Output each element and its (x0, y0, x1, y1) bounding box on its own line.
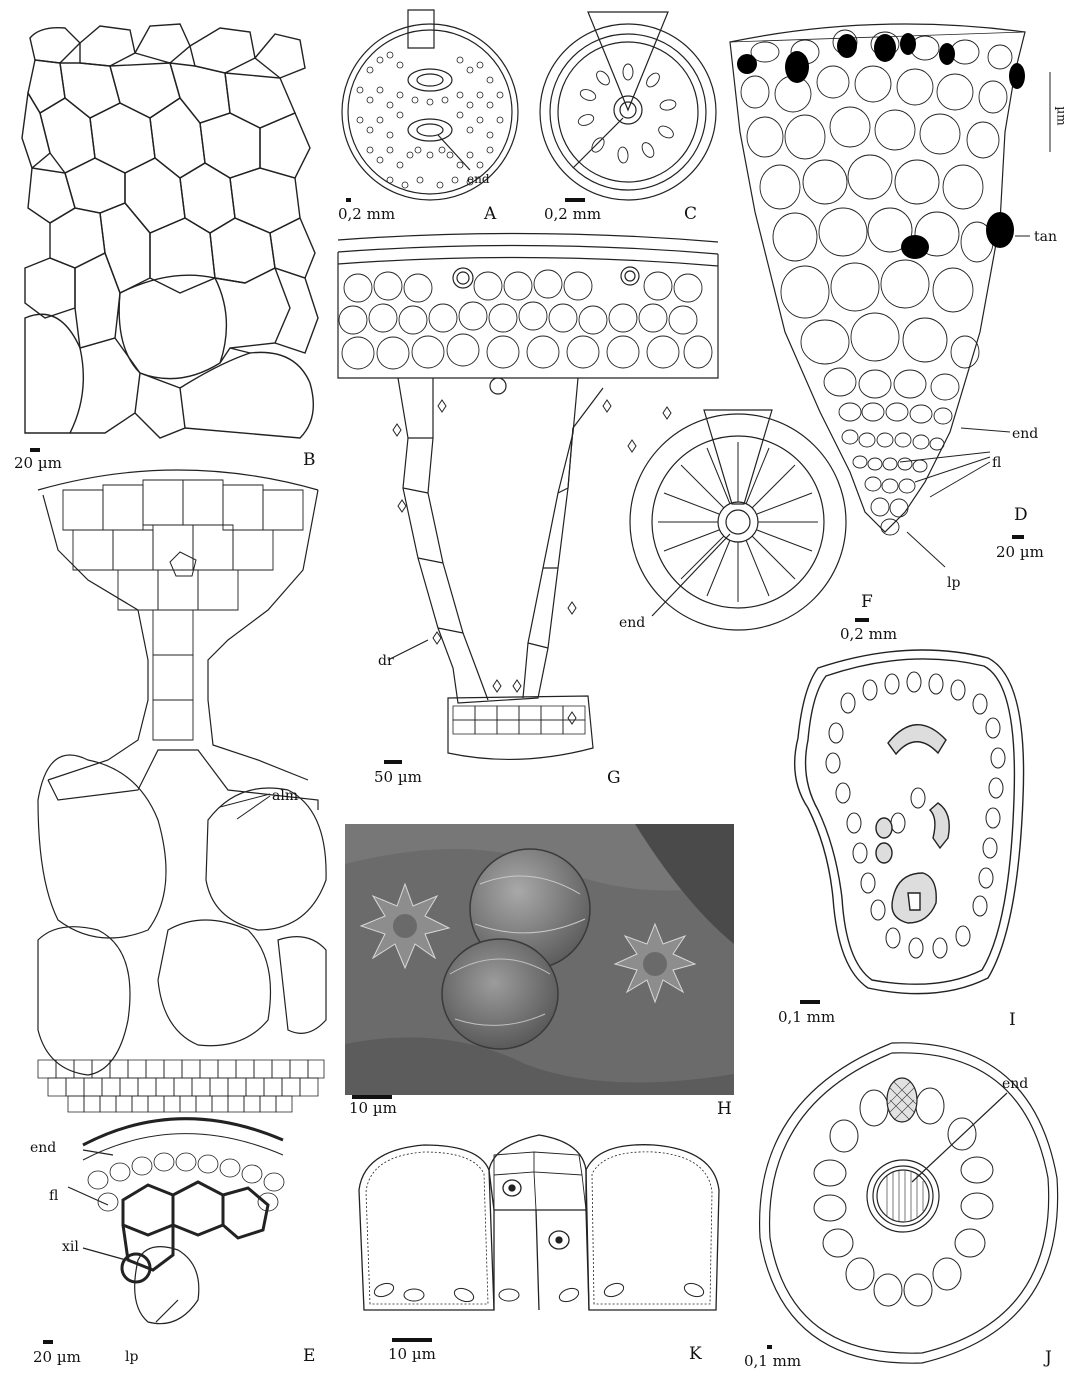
panel-g-scale-label: 50 µm (374, 770, 422, 785)
panel-d-fl-label: fl (992, 456, 1001, 470)
panel-f-end-label: end (619, 616, 645, 630)
panel-d-tan-label: tan (1034, 230, 1057, 244)
panel-d-scale-label: 20 µm (996, 545, 1044, 560)
panel-d-lp-label: lp (947, 576, 960, 590)
tannin-cells (737, 33, 1025, 259)
panel-g-dr-label: dr (378, 654, 394, 668)
panel-h-scale-bar (352, 1095, 394, 1101)
panel-c-drawing (528, 10, 728, 210)
panel-e-alm-pointer (215, 785, 275, 825)
panel-h-sem-drawing (345, 824, 734, 1095)
panel-e-fl-label: fl (49, 1189, 58, 1203)
panel-a-letter: A (484, 206, 496, 223)
panel-i-drawing (788, 648, 1028, 998)
panel-a-scale-bar (346, 198, 354, 204)
panel-k-drawing (354, 1130, 724, 1330)
panel-f-scale-bar (855, 618, 871, 624)
panel-c-letter: C (684, 206, 697, 223)
panel-j-letter: J (1045, 1350, 1052, 1367)
panel-i-letter: I (1009, 1012, 1016, 1029)
panel-ac-end-label: end (467, 173, 490, 185)
panel-e-alm-label: alm (272, 789, 298, 803)
panel-e-drawing (28, 460, 328, 1340)
panel-h-scale-label: 10 µm (349, 1101, 397, 1116)
panel-d-end-label: end (1012, 427, 1038, 441)
panel-j-end-label: end (1002, 1077, 1028, 1091)
panel-e-xil-label: xil (62, 1240, 79, 1254)
panel-g-letter: G (607, 770, 621, 787)
panel-k-letter: K (689, 1346, 702, 1363)
panel-c-scale-label: 0,2 mm (544, 207, 601, 222)
panel-d-side-scale-label: µm (1056, 106, 1068, 125)
panel-e-scale-bar (43, 1340, 55, 1346)
panel-i-scale-bar (800, 1000, 822, 1006)
panel-j-scale-bar (767, 1345, 775, 1351)
panel-i-scale-label: 0,1 mm (778, 1010, 835, 1025)
panel-h-sem-micrograph (345, 824, 734, 1095)
panel-e-end-label: end (30, 1141, 56, 1155)
panel-e-lp-label: lp (125, 1350, 138, 1364)
panel-b-drawing (20, 18, 320, 443)
panel-f-drawing (612, 408, 852, 638)
panel-a-scale-label: 0,2 mm (338, 207, 395, 222)
panel-e-letter: E (303, 1348, 315, 1365)
panel-b-scale-bar (30, 448, 42, 454)
panel-e-scale-label: 20 µm (33, 1350, 81, 1365)
panel-j-scale-label: 0,1 mm (744, 1354, 801, 1369)
panel-k-scale-bar (392, 1338, 434, 1344)
panel-a-drawing (330, 10, 530, 210)
panel-d-letter: D (1014, 507, 1028, 524)
panel-c-scale-bar (565, 198, 587, 204)
panel-k-scale-label: 10 µm (388, 1347, 436, 1362)
panel-g-scale-bar (384, 760, 404, 766)
panel-f-scale-label: 0,2 mm (840, 627, 897, 642)
panel-f-letter: F (861, 594, 873, 611)
panel-d-scale-bar (1012, 535, 1026, 541)
panel-h-letter: H (717, 1101, 732, 1118)
